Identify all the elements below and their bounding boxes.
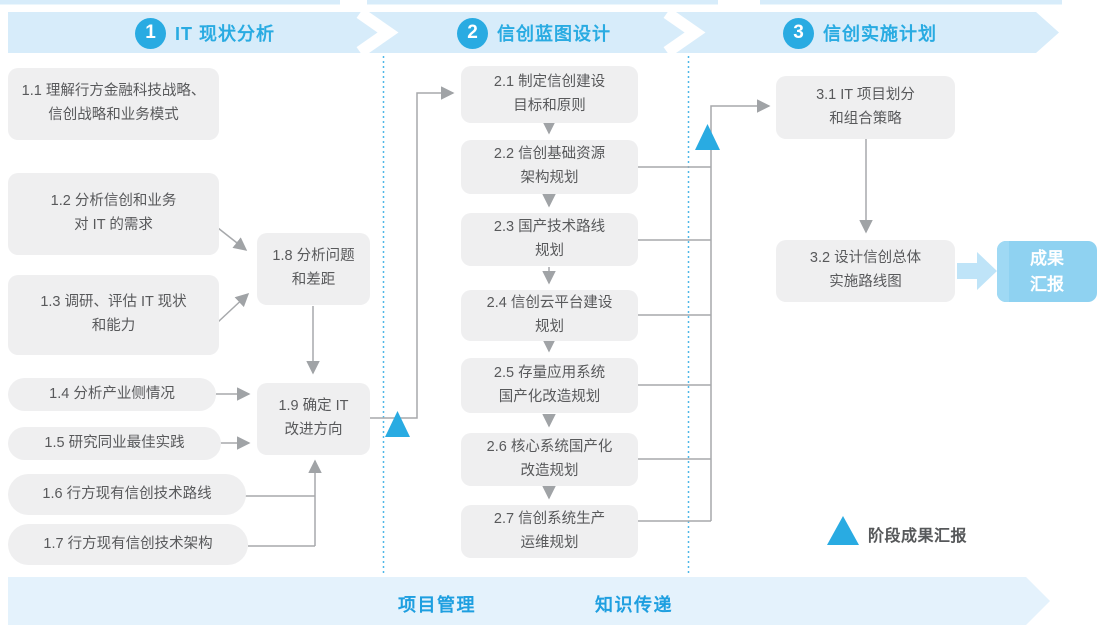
header-chevron-separator-1 [356, 8, 399, 57]
box-1-7: 1.7 行方现有信创技术架构 [8, 524, 248, 565]
milestone-triangle-phase1 [385, 411, 410, 437]
box-3-2: 3.2 设计信创总体 实施路线图 [776, 240, 955, 302]
box-1-2: 1.2 分析信创和业务 对 IT 的需求 [8, 173, 219, 255]
phase2-connectors [542, 99, 771, 522]
box-2-5: 2.5 存量应用系统 国产化改造规划 [461, 358, 638, 413]
milestone-triangle-phase2 [695, 124, 720, 150]
box-1-4: 1.4 分析产业侧情况 [8, 378, 216, 411]
box-1-3: 1.3 调研、评估 IT 现状 和能力 [8, 275, 219, 355]
phase-title: 信创蓝图设计 [497, 24, 611, 44]
footer-band [8, 577, 1050, 625]
box-2-4: 2.4 信创云平台建设 规划 [461, 290, 638, 341]
box-1-6: 1.6 行方现有信创技术路线 [8, 474, 246, 515]
box-1-1: 1.1 理解行方金融科技战略、 信创战略和业务模式 [8, 68, 219, 140]
box-2-7: 2.7 信创系统生产 运维规划 [461, 505, 638, 558]
phase-title: 信创实施计划 [823, 24, 937, 44]
box-1-9: 1.9 确定 IT 改进方向 [257, 383, 370, 455]
phase-title: IT 现状分析 [175, 24, 275, 44]
phase-header-2: 2 信创蓝图设计 [457, 16, 611, 50]
box-2-6: 2.6 核心系统国产化 改造规划 [461, 433, 638, 486]
footer-label-knowledge-transfer: 知识传递 [595, 595, 673, 615]
phase-header-3: 3 信创实施计划 [783, 16, 937, 50]
box-1-5: 1.5 研究同业最佳实践 [8, 427, 221, 460]
phase-number-badge: 2 [457, 17, 488, 49]
result-box-accent-strip [997, 241, 1009, 302]
box-3-1: 3.1 IT 项目划分 和组合策略 [776, 76, 955, 139]
footer-label-project-management: 项目管理 [398, 595, 476, 615]
legend-triangle-icon [827, 516, 859, 545]
header-chevron-separator-2 [663, 8, 706, 57]
top-strip-decoration [0, 0, 1062, 5]
phase1-connectors [216, 86, 455, 547]
box-2-2: 2.2 信创基础资源 架构规划 [461, 140, 638, 194]
phase-number-badge: 3 [783, 17, 814, 49]
result-block-arrow [957, 252, 997, 290]
phase-header-1: 1 IT 现状分析 [135, 16, 275, 50]
result-report-box: 成果 汇报 [997, 241, 1097, 302]
box-2-3: 2.3 国产技术路线 规划 [461, 213, 638, 266]
result-report-label: 成果 汇报 [1030, 249, 1064, 294]
legend-label: 阶段成果汇报 [868, 528, 968, 545]
phase-number-badge: 1 [135, 17, 166, 49]
box-1-8: 1.8 分析问题 和差距 [257, 233, 370, 305]
box-2-1: 2.1 制定信创建设 目标和原则 [461, 66, 638, 123]
